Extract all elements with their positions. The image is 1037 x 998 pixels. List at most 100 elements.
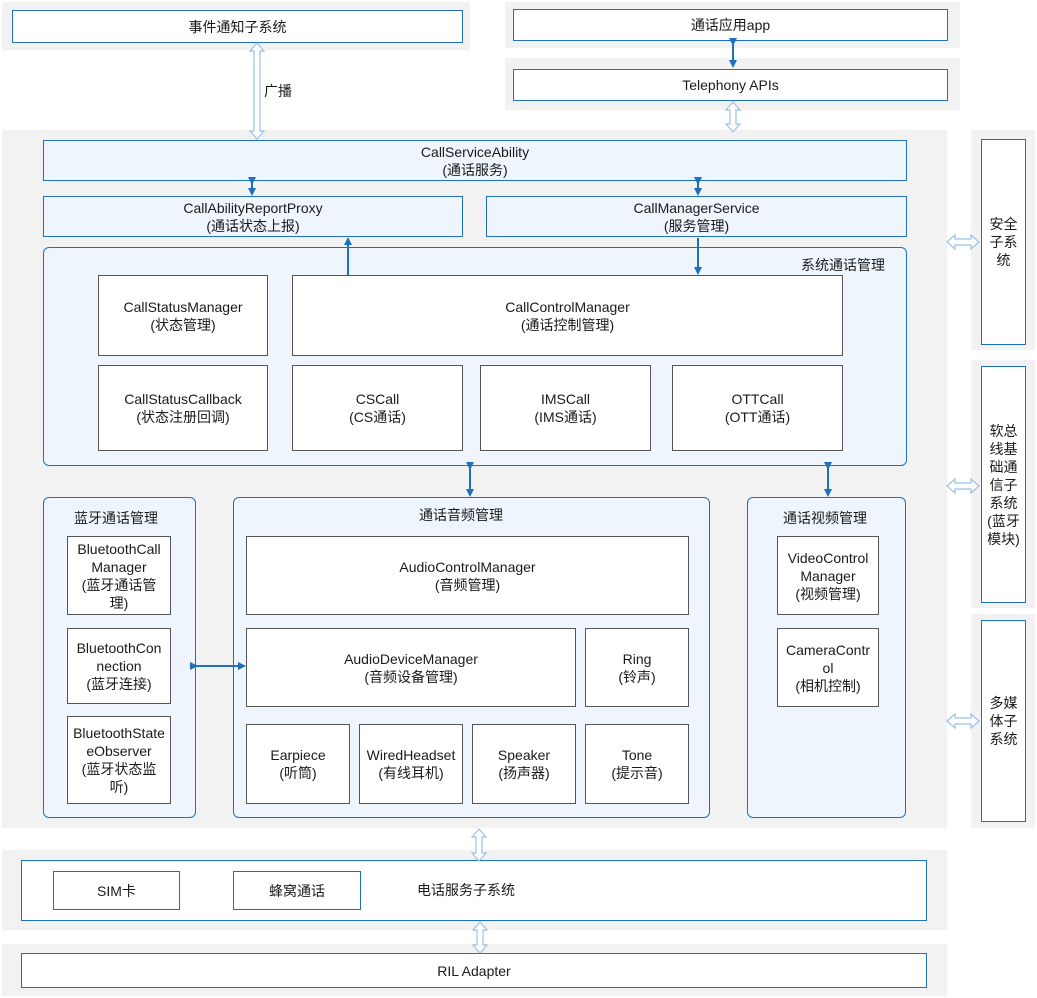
bluetooth-connection-l3: (蓝牙连接) (86, 676, 152, 692)
earpiece-box: Earpiece (听筒) (246, 724, 350, 804)
ott-call-sub: (OTT通话) (724, 409, 791, 425)
call-service-ability-name: CallServiceAbility (420, 143, 530, 160)
audio-control-manager-name: AudioControlManager (399, 558, 536, 575)
cellular-call-box: 蜂窝通话 (233, 871, 361, 910)
camera-control-l2: ol (822, 659, 834, 676)
video-mgmt-title: 通话视频管理 (783, 510, 867, 526)
report-proxy-box: CallAbilityReportProxy (通话状态上报) (43, 196, 463, 237)
video-control-manager-box: VideoControl Manager (视频管理) (777, 536, 879, 615)
cellular-call-label: 蜂窝通话 (269, 882, 325, 899)
softbus-l7: 模块) (987, 530, 1020, 547)
call-status-callback-box: CallStatusCallback (状态注册回调) (98, 365, 268, 451)
bluetooth-call-manager-l4: 理) (109, 594, 129, 611)
security-subsystem-box: 安全 子系 统 (981, 139, 1026, 345)
bluetooth-mgmt-title: 蓝牙通话管理 (74, 510, 158, 526)
softbus-subsystem-box: 软总 线基 础通 信子 系统 (蓝牙 模块) (981, 366, 1026, 603)
ott-call-name: OTTCall (731, 391, 784, 407)
tone-box: Tone (提示音) (585, 724, 689, 804)
call-app-label: 通话应用app (690, 17, 771, 33)
wired-headset-name: WiredHeadset (366, 747, 456, 763)
ril-adapter-box: RIL Adapter (21, 953, 927, 988)
ims-call-box: IMSCall (IMS通话) (480, 365, 651, 451)
softbus-l5: 系统 (989, 494, 1018, 511)
ring-sub: (铃声) (618, 668, 656, 685)
bluetooth-connection-l2: nection (96, 658, 142, 674)
audio-device-manager-box: AudioDeviceManager (音频设备管理) (246, 628, 576, 707)
audio-mgmt-title: 通话音频管理 (419, 507, 503, 523)
sim-card-label: SIM卡 (97, 882, 136, 899)
security-l1: 安全 (989, 216, 1018, 232)
call-status-callback-sub: (状态注册回调) (136, 409, 230, 425)
call-service-ability-sub: (通话服务) (442, 161, 508, 178)
call-control-manager-name: CallControlManager (505, 298, 630, 315)
manager-service-name: CallManagerService (633, 199, 760, 216)
bluetooth-state-observer-l4: 听) (109, 779, 129, 795)
audio-control-manager-sub: (音频管理) (434, 576, 501, 593)
video-control-manager-l1: VideoControl (787, 549, 869, 566)
call-status-manager-name: CallStatusManager (123, 298, 243, 315)
softbus-l2: 线基 (989, 440, 1018, 457)
security-l3: 统 (996, 252, 1011, 268)
bluetooth-call-manager-box: BluetoothCall Manager (蓝牙通话管 理) (67, 536, 171, 615)
event-subsystem-box: 事件通知子系统 (12, 10, 463, 43)
broadcast-label: 广播 (264, 83, 292, 99)
ott-call-box: OTTCall (OTT通话) (672, 365, 843, 451)
telephony-service-title: 电话服务子系统 (417, 882, 515, 898)
bluetooth-call-manager-l3: (蓝牙通话管 (81, 576, 157, 593)
tone-name: Tone (621, 747, 653, 763)
call-status-manager-box: CallStatusManager (状态管理) (98, 275, 268, 356)
audio-control-manager-box: AudioControlManager (音频管理) (246, 536, 689, 615)
manager-service-box: CallManagerService (服务管理) (486, 196, 907, 237)
softbus-l4: 信子 (989, 476, 1018, 493)
earpiece-sub: (听筒) (279, 765, 317, 781)
broadcast-hollow-arrow (248, 42, 266, 140)
camera-control-box: CameraContr ol (相机控制) (777, 628, 879, 707)
multimedia-subsystem-box: 多媒 体子 系统 (981, 620, 1026, 822)
call-status-callback-name: CallStatusCallback (124, 391, 242, 407)
speaker-box: Speaker (扬声器) (472, 724, 576, 804)
bluetooth-state-observer-l3: (蓝牙状态监 (81, 761, 157, 777)
tone-sub: (提示音) (611, 765, 663, 781)
event-subsystem-label: 事件通知子系统 (188, 18, 287, 35)
video-control-manager-l3: (视频管理) (795, 585, 861, 602)
wired-headset-sub: (有线耳机) (378, 765, 444, 781)
earpiece-name: Earpiece (270, 747, 326, 763)
ril-adapter-label: RIL Adapter (437, 962, 511, 979)
call-status-manager-sub: (状态管理) (150, 316, 216, 333)
bluetooth-call-manager-l1: BluetoothCall (77, 540, 161, 557)
telephony-apis-box: Telephony APIs (513, 69, 948, 101)
bluetooth-state-observer-l1: BluetoothState (73, 725, 165, 741)
speaker-sub: (扬声器) (498, 765, 550, 781)
report-proxy-name: CallAbilityReportProxy (183, 199, 323, 216)
bluetooth-state-observer-l2: eObserver (86, 743, 152, 759)
bluetooth-connection-box: BluetoothCon nection (蓝牙连接) (67, 628, 171, 704)
call-app-box: 通话应用app (513, 9, 948, 41)
video-control-manager-l2: Manager (800, 567, 856, 584)
camera-control-l1: CameraContr (785, 641, 871, 658)
ims-call-name: IMSCall (540, 391, 590, 407)
softbus-l3: 础通 (989, 458, 1018, 475)
wired-headset-box: WiredHeadset (有线耳机) (359, 724, 463, 804)
manager-service-sub: (服务管理) (663, 217, 730, 234)
bluetooth-call-manager-l2: Manager (91, 558, 147, 575)
call-control-manager-box: CallControlManager (通话控制管理) (292, 275, 843, 356)
bluetooth-state-observer-box: BluetoothState eObserver (蓝牙状态监 听) (67, 716, 171, 804)
sim-card-box: SIM卡 (53, 871, 180, 910)
multimedia-l1: 多媒 (989, 695, 1018, 711)
camera-control-l3: (相机控制) (795, 677, 861, 694)
report-proxy-sub: (通话状态上报) (206, 217, 300, 234)
call-control-manager-sub: (通话控制管理) (520, 316, 615, 333)
speaker-name: Speaker (497, 747, 551, 763)
softbus-l6: (蓝牙 (987, 512, 1020, 529)
cs-call-name: CSCall (355, 391, 400, 407)
security-l2: 子系 (989, 234, 1018, 250)
system-call-mgmt-title: 系统通话管理 (801, 257, 885, 273)
bluetooth-connection-l1: BluetoothCon (76, 640, 162, 656)
audio-device-manager-name: AudioDeviceManager (344, 650, 478, 667)
multimedia-l3: 系统 (989, 731, 1018, 747)
cs-call-box: CSCall (CS通话) (292, 365, 463, 451)
ring-box: Ring (铃声) (585, 628, 689, 707)
multimedia-l2: 体子 (989, 713, 1018, 729)
ims-call-sub: (IMS通话) (534, 409, 597, 425)
audio-device-manager-sub: (音频设备管理) (364, 668, 458, 685)
